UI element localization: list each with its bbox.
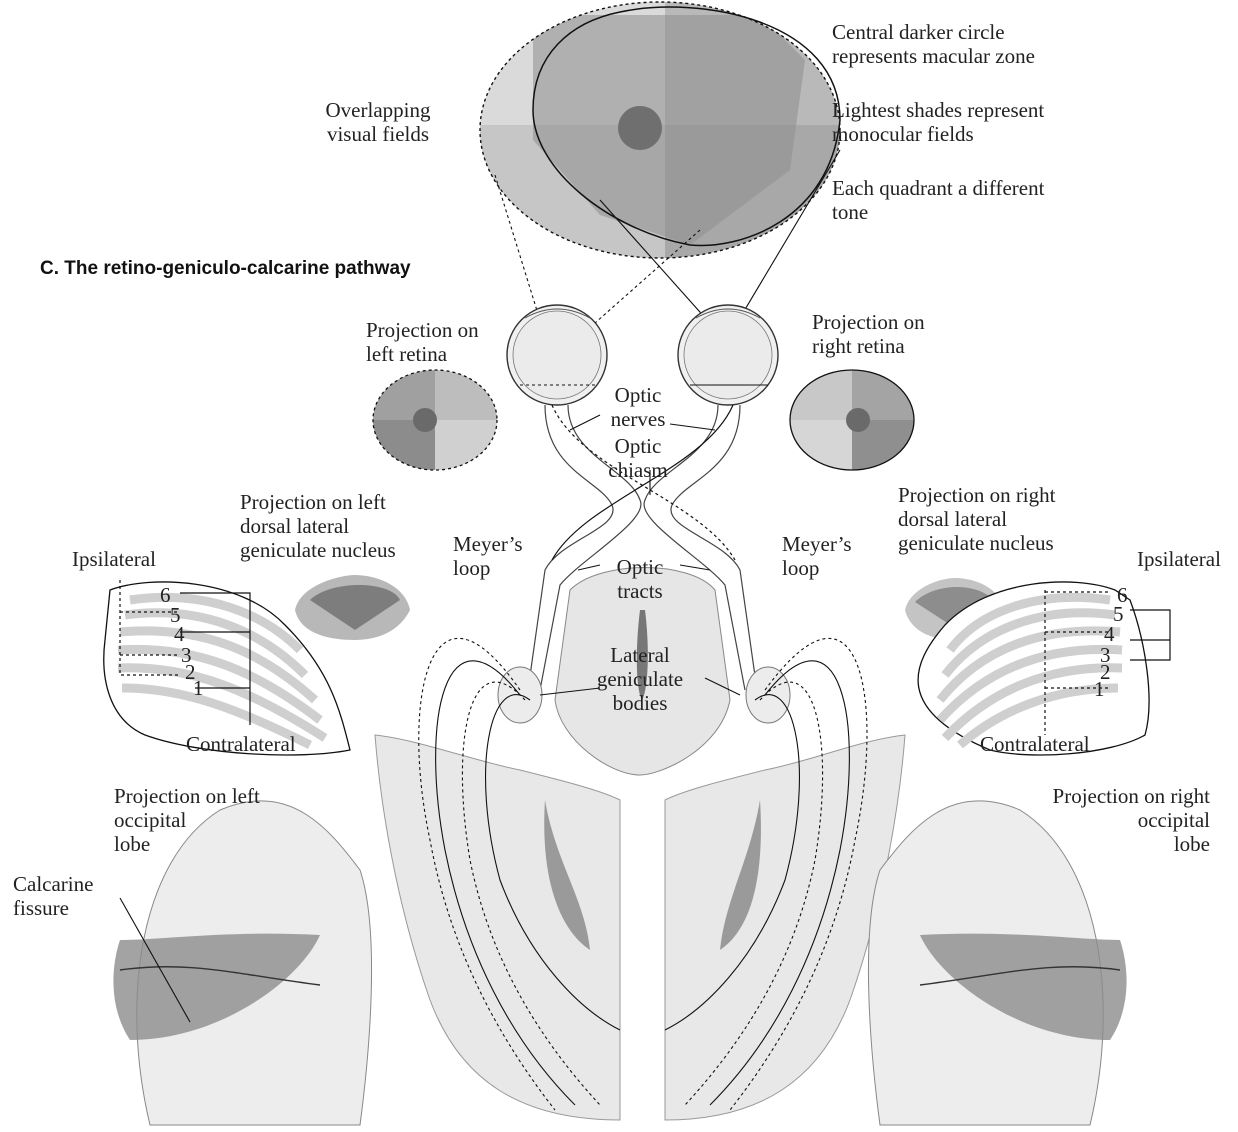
label-left-occipital: Projection on left occipital lobe xyxy=(114,784,260,856)
label-optic-chiasm: Optic chiasm xyxy=(598,434,678,482)
right-layer-1: 1 xyxy=(1094,677,1124,701)
brain-slice-right xyxy=(665,735,905,1120)
label-right-dlgn: Projection on right dorsal lateral genic… xyxy=(898,483,1055,555)
label-meyers-right: Meyer’s loop xyxy=(782,532,852,580)
label-overlapping: Overlapping visual fields xyxy=(288,98,468,146)
label-lgb: Lateral geniculate bodies xyxy=(590,643,690,715)
label-right-occipital: Projection on right occipital lobe xyxy=(990,784,1210,856)
diagram-title: C. The retino-geniculo-calcarine pathway xyxy=(40,258,411,280)
label-contralateral-left: Contralateral xyxy=(186,732,296,756)
label-left-dlgn: Projection on left dorsal lateral genicu… xyxy=(240,490,396,562)
overlapping-visual-fields xyxy=(480,0,845,265)
label-ipsilateral-right: Ipsilateral xyxy=(1137,547,1221,571)
note-quadrant: Each quadrant a different tone xyxy=(832,176,1044,224)
right-eye xyxy=(678,305,778,405)
label-ipsilateral-left: Ipsilateral xyxy=(72,547,156,571)
label-optic-nerves: Optic nerves xyxy=(598,383,678,431)
label-meyers-left: Meyer’s loop xyxy=(453,532,523,580)
note-monocular: Lightest shades represent monocular fiel… xyxy=(832,98,1044,146)
note-macular: Central darker circle represents macular… xyxy=(832,20,1035,68)
label-calcarine: Calcarine fissure xyxy=(13,872,93,920)
label-right-retina: Projection on right retina xyxy=(812,310,925,358)
right-retina-projection xyxy=(790,365,917,475)
left-retina-projection xyxy=(370,365,500,475)
label-contralateral-right: Contralateral xyxy=(980,732,1090,756)
label-optic-tracts: Optic tracts xyxy=(600,555,680,603)
left-eye xyxy=(507,305,607,405)
left-dlgn-projection xyxy=(295,575,410,640)
label-left-retina: Projection on left retina xyxy=(366,318,479,366)
left-layer-1: 1 xyxy=(193,676,223,700)
brain-slice-left xyxy=(375,735,620,1120)
